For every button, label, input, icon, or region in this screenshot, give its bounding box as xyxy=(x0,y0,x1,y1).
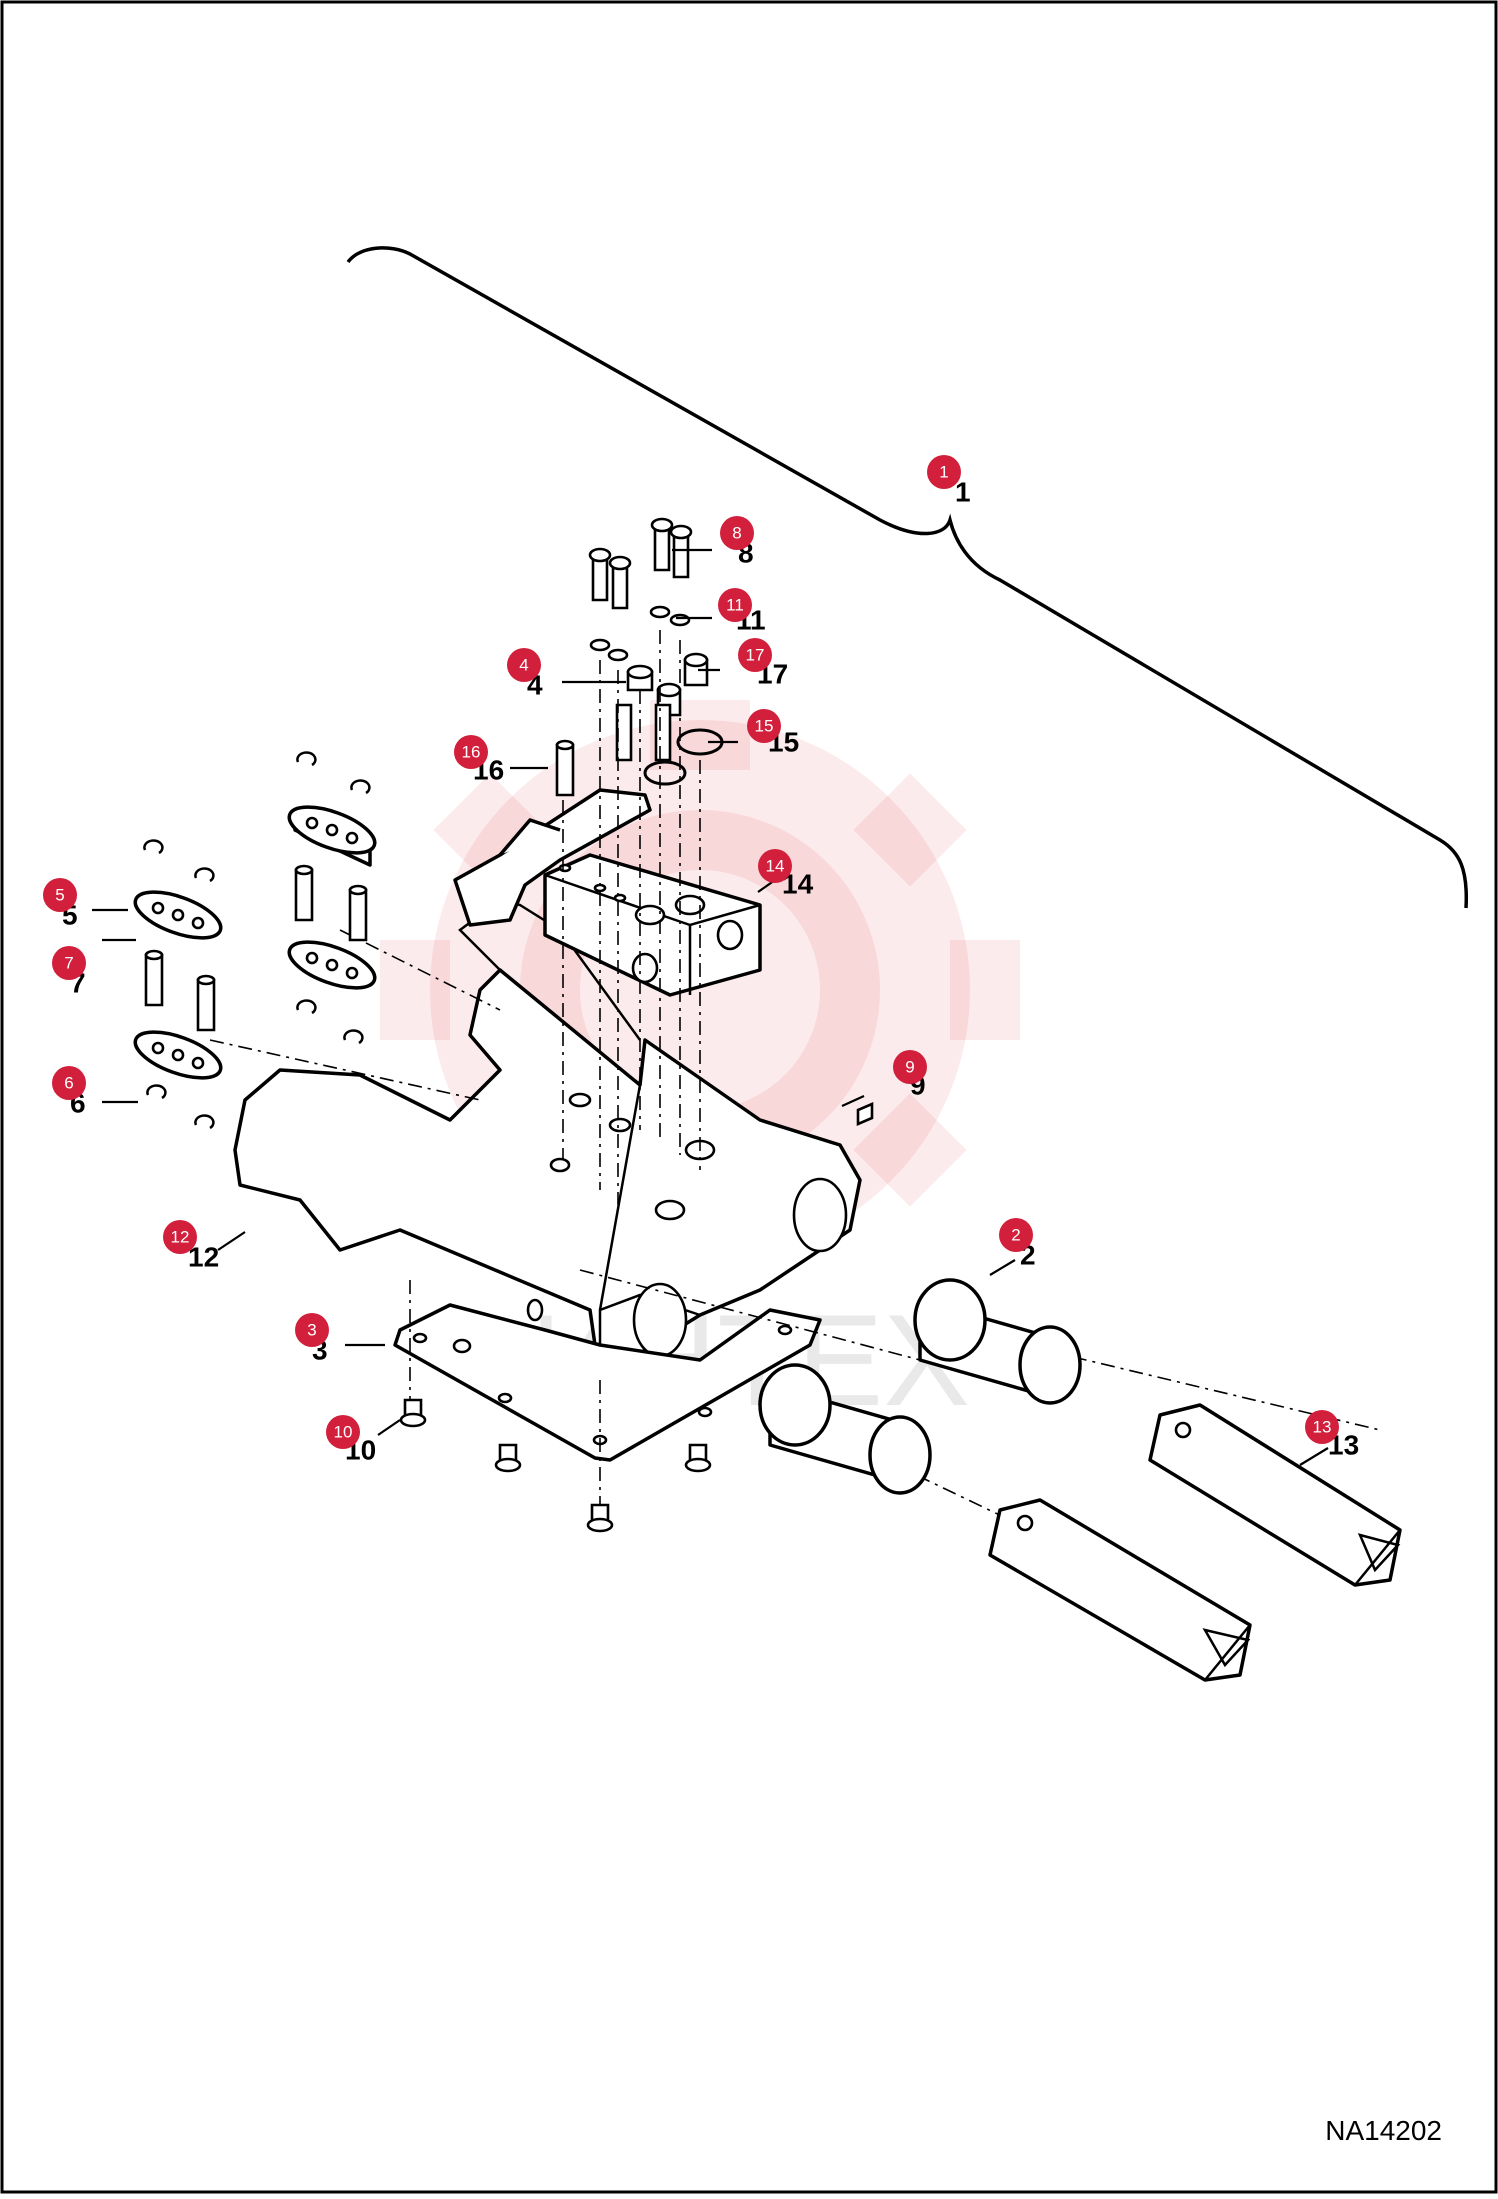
svg-text:14: 14 xyxy=(766,857,785,876)
callout-13[interactable]: 13 xyxy=(1305,1410,1339,1444)
callout-11[interactable]: 11 xyxy=(718,588,752,622)
callout-1[interactable]: 1 xyxy=(927,455,961,489)
callout-17[interactable]: 17 xyxy=(738,638,772,672)
svg-text:13: 13 xyxy=(1313,1418,1332,1437)
svg-text:5: 5 xyxy=(55,886,64,905)
callout-badges: 1 2 3 4 5 6 7 8 9 10 11 12 13 14 15 16 1… xyxy=(43,455,1339,1449)
callout-8[interactable]: 8 xyxy=(720,516,754,550)
callout-9[interactable]: 9 xyxy=(893,1050,927,1084)
callout-14[interactable]: 14 xyxy=(758,849,792,883)
svg-text:1: 1 xyxy=(939,463,948,482)
callout-16[interactable]: 16 xyxy=(454,735,488,769)
plug-part-4 xyxy=(626,664,654,692)
assembly-brace xyxy=(346,246,1469,909)
link-plates-part-5 xyxy=(133,805,377,1080)
leader-lines xyxy=(92,548,1329,1466)
set-screw-part-9 xyxy=(856,1102,874,1126)
callout-7[interactable]: 7 xyxy=(52,946,86,980)
retaining-clips-part-6 xyxy=(143,751,371,1130)
callout-2[interactable]: 2 xyxy=(999,1218,1033,1252)
fittings-part-17 xyxy=(656,652,709,717)
long-pins-part-13 xyxy=(988,1403,1402,1682)
dowel-pin-part-16 xyxy=(555,739,575,797)
lever-arm xyxy=(453,788,652,927)
svg-text:11: 11 xyxy=(726,596,744,615)
svg-text:2: 2 xyxy=(1011,1226,1020,1245)
part-number-1: 1 xyxy=(955,477,971,508)
drawing-code: NA14202 xyxy=(1325,2115,1442,2146)
svg-text:4: 4 xyxy=(519,656,528,675)
svg-text:10: 10 xyxy=(334,1423,353,1442)
main-body-part-12 xyxy=(233,898,862,1382)
svg-text:15: 15 xyxy=(755,717,774,736)
callout-10[interactable]: 10 xyxy=(326,1415,360,1449)
svg-text:17: 17 xyxy=(746,646,765,665)
callout-12[interactable]: 12 xyxy=(163,1220,197,1254)
svg-text:9: 9 xyxy=(905,1058,914,1077)
callout-4[interactable]: 4 xyxy=(507,648,541,682)
top-screws-part-8 xyxy=(588,517,693,610)
base-plate-part-3 xyxy=(393,1298,822,1462)
callout-15[interactable]: 15 xyxy=(747,709,781,743)
svg-text:16: 16 xyxy=(462,743,481,762)
callout-5[interactable]: 5 xyxy=(43,878,77,912)
part-number-labels: 1 2 3 4 5 6 7 8 9 10 11 12 13 14 15 16 1… xyxy=(62,477,1359,1466)
plate-bolts-part-10 xyxy=(399,1398,712,1533)
callout-3[interactable]: 3 xyxy=(295,1313,329,1347)
svg-text:7: 7 xyxy=(64,954,73,973)
pins-part-7 xyxy=(144,864,368,1032)
svg-text:12: 12 xyxy=(171,1228,190,1247)
svg-text:3: 3 xyxy=(307,1321,316,1340)
callout-6[interactable]: 6 xyxy=(52,1066,86,1100)
svg-text:8: 8 xyxy=(732,524,741,543)
svg-text:6: 6 xyxy=(64,1074,73,1093)
bushings-part-2 xyxy=(758,1278,1082,1495)
